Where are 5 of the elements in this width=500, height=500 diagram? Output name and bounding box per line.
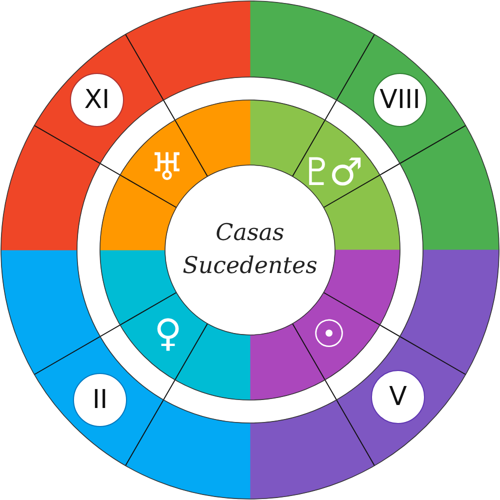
planet-symbol: ♂ bbox=[328, 153, 364, 191]
planet-symbol: ♅ bbox=[150, 148, 184, 186]
planet-symbol: ♀ bbox=[154, 314, 182, 352]
planet-symbol: ☉ bbox=[312, 315, 346, 353]
center-title: Casas Sucedentes bbox=[182, 218, 318, 281]
